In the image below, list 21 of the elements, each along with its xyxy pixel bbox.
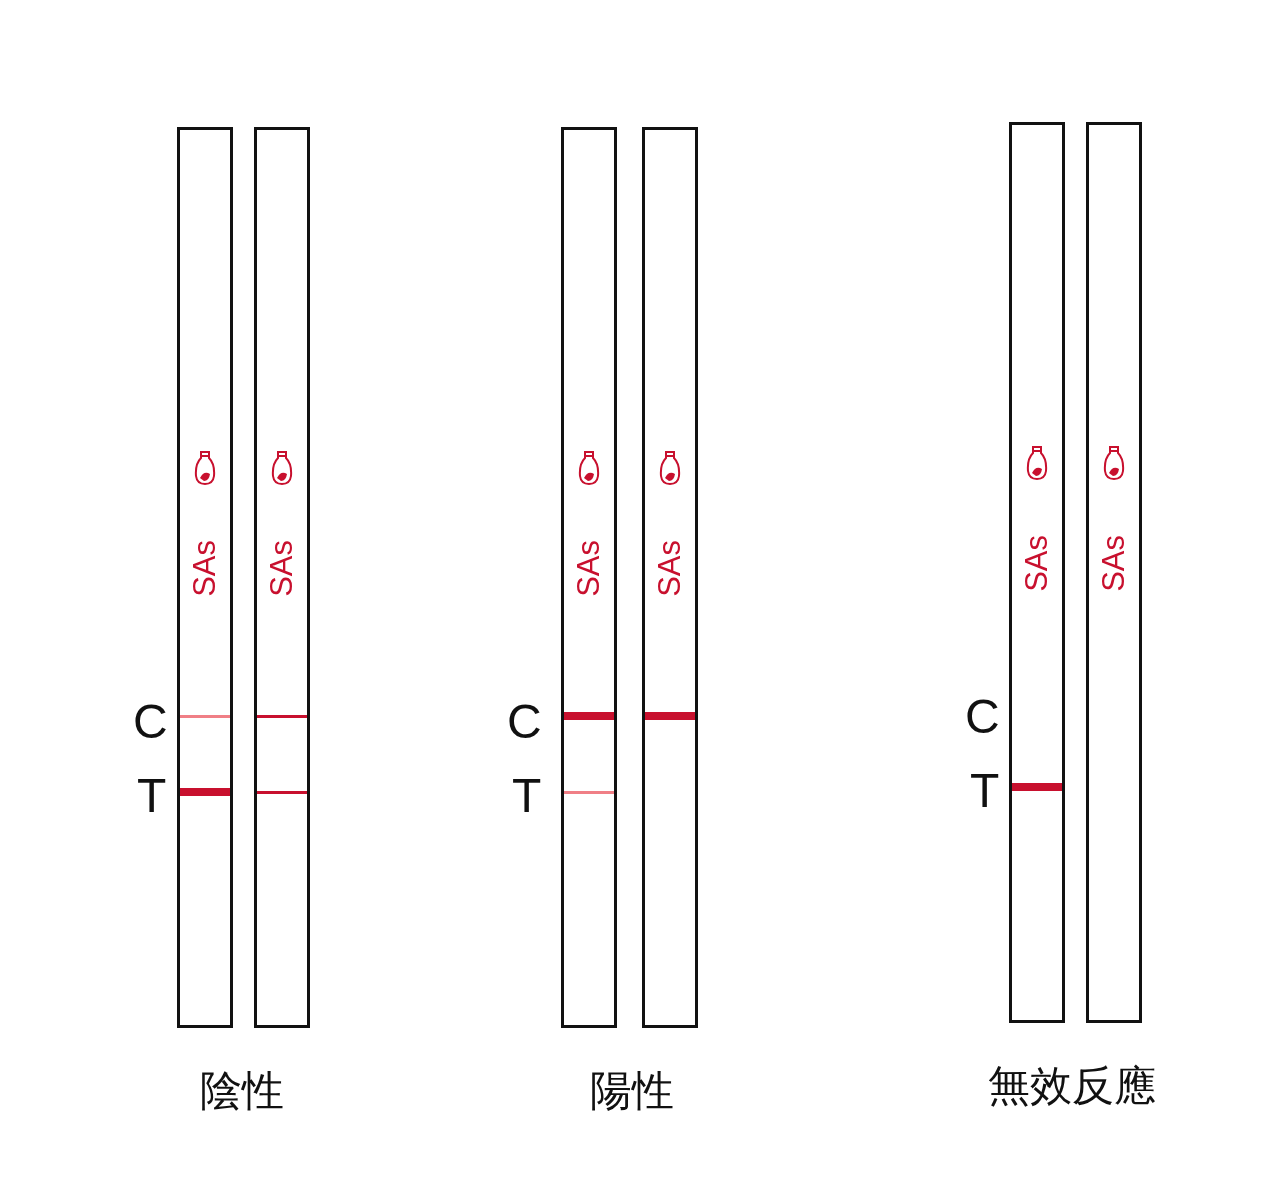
test-strip [254,127,310,1028]
strip-label: SAs [1097,535,1131,592]
strip-label: SAs [188,540,222,597]
strip-label: SAs [572,540,606,597]
letter-label: C [133,698,168,746]
letter-label: T [137,772,167,820]
test-strip [642,127,698,1028]
test-strip [1009,122,1065,1023]
letter-label: C [507,698,542,746]
letter-label: C [965,693,1000,741]
strip-label: SAs [265,540,299,597]
letter-label: T [512,772,542,820]
test-strip [1086,122,1142,1023]
result-caption: 無效反應 [988,1065,1156,1107]
test-strip [177,127,233,1028]
strip-label: SAs [653,540,687,597]
result-caption: 陽性 [590,1070,674,1112]
strip-label: SAs [1020,535,1054,592]
test-strip [561,127,617,1028]
result-caption: 陰性 [200,1070,284,1112]
letter-label: T [970,767,1000,815]
